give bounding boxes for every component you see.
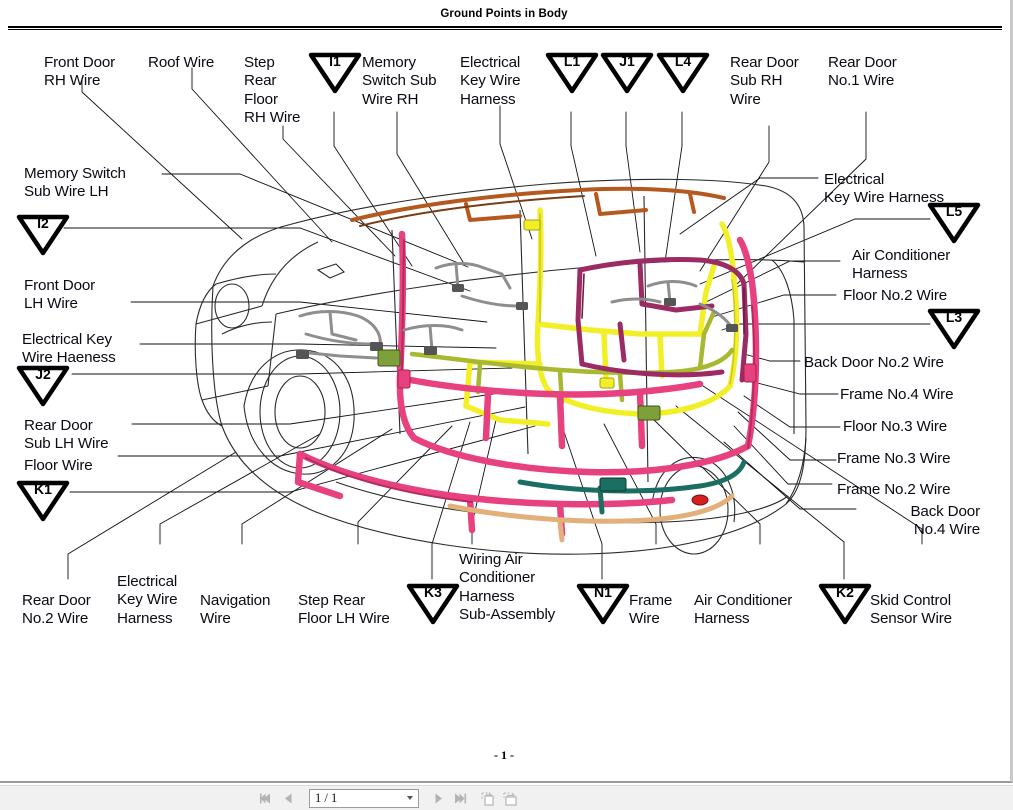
- viewer-toolbar: 1 / 1: [0, 785, 1013, 810]
- label-floor-no2-wire: Floor No.2 Wire: [843, 287, 948, 304]
- label-frame-no3-wire: Frame No.3 Wire: [837, 450, 951, 467]
- inverted-triangle-icon: [818, 583, 872, 625]
- ground-point-marker-L1[interactable]: L1: [545, 52, 599, 94]
- first-page-icon: [259, 793, 270, 803]
- inverted-triangle-icon: [545, 52, 599, 94]
- label-back-door-no4-wire: Back Door No.4 Wire: [910, 503, 980, 539]
- ground-point-label: L1: [563, 53, 581, 69]
- ground-point-label: K1: [34, 481, 52, 497]
- label-rear-door-sub-rh-wire: Rear Door Sub RH Wire: [730, 54, 799, 108]
- next-page-icon: [435, 793, 442, 803]
- label-step-rear-floor-lh-wire: Step Rear Floor LH Wire: [298, 592, 390, 628]
- label-skid-control-sensor-wire: Skid Control Sensor Wire: [870, 592, 952, 628]
- ground-point-label: L5: [945, 203, 963, 219]
- label-frame-no2-wire: Frame No.2 Wire: [837, 481, 951, 498]
- label-navigation-wire: Navigation Wire: [200, 592, 271, 628]
- ground-point-marker-J2[interactable]: J2: [16, 365, 70, 407]
- label-rear-door-no1-wire: Rear Door No.1 Wire: [828, 54, 897, 90]
- ground-point-marker-K2[interactable]: K2: [818, 583, 872, 625]
- fit-page-icon: [480, 791, 494, 806]
- next-page-button[interactable]: [428, 788, 448, 808]
- first-page-button[interactable]: [256, 788, 276, 808]
- ground-point-label: K3: [424, 584, 442, 600]
- ground-point-marker-L4[interactable]: L4: [656, 52, 710, 94]
- ground-point-marker-I1[interactable]: I1: [308, 52, 362, 94]
- ground-point-label: N1: [594, 584, 612, 600]
- document-page: Ground Points in Body: [0, 8, 1008, 762]
- label-air-conditioner-harness-right: Air Conditioner Harness: [852, 247, 951, 283]
- label-floor-no3-wire: Floor No.3 Wire: [843, 418, 948, 435]
- label-frame-wire: Frame Wire: [629, 592, 673, 628]
- inverted-triangle-icon: [927, 308, 981, 350]
- label-rear-door-sub-lh-wire: Rear Door Sub LH Wire: [24, 417, 109, 453]
- label-air-conditioner-harness-bottom: Air Conditioner Harness: [694, 592, 793, 628]
- wiring-harness-figure: Front Door RH Wire Roof Wire Step Rear F…: [0, 34, 1008, 644]
- ground-point-label: J2: [35, 366, 51, 382]
- label-rear-door-no2-wire: Rear Door No.2 Wire: [22, 592, 91, 628]
- label-back-door-no2-wire: Back Door No.2 Wire: [804, 354, 944, 371]
- vehicle-wiring-illustration: [63, 67, 931, 580]
- page-footer-number: - 1 -: [494, 748, 514, 762]
- label-electrical-key-wire-harness-top: Electrical Key Wire Harness: [460, 54, 521, 108]
- ground-point-marker-K1[interactable]: K1: [16, 480, 70, 522]
- page-indicator-select[interactable]: 1 / 1: [309, 788, 419, 808]
- last-page-icon: [454, 793, 466, 803]
- label-front-door-lh-wire: Front Door LH Wire: [24, 277, 96, 313]
- inverted-triangle-icon: [600, 52, 654, 94]
- ground-point-label: L4: [674, 53, 692, 69]
- ground-point-marker-L3[interactable]: L3: [927, 308, 981, 350]
- inverted-triangle-icon: [406, 583, 460, 625]
- ground-point-label: J1: [619, 53, 635, 69]
- ground-point-marker-K3[interactable]: K3: [406, 583, 460, 625]
- label-front-door-rh-wire: Front Door RH Wire: [44, 54, 116, 90]
- page-header-title: Ground Points in Body: [440, 8, 568, 20]
- page-selector-wrapper[interactable]: 1 / 1: [306, 788, 422, 808]
- inverted-triangle-icon: [656, 52, 710, 94]
- ground-point-label: K2: [836, 584, 854, 600]
- ground-point-marker-N1[interactable]: N1: [576, 583, 630, 625]
- ground-point-label: L3: [945, 309, 963, 325]
- label-roof-wire: Roof Wire: [148, 54, 215, 71]
- document-viewport[interactable]: Ground Points in Body: [0, 0, 1013, 783]
- label-electrical-key-wire-harness-bottom: Electrical Key Wire Harness: [117, 573, 178, 627]
- inverted-triangle-icon: [576, 583, 630, 625]
- inverted-triangle-icon: [16, 365, 70, 407]
- label-floor-wire: Floor Wire: [24, 457, 93, 474]
- ground-point-marker-L5[interactable]: L5: [927, 202, 981, 244]
- label-frame-no4-wire: Frame No.4 Wire: [840, 386, 954, 403]
- fit-width-button[interactable]: [500, 788, 520, 808]
- label-memory-switch-sub-wire-rh: Memory Switch Sub Wire RH: [362, 54, 437, 108]
- previous-page-icon: [284, 793, 291, 803]
- fit-width-icon: [502, 791, 517, 806]
- label-wiring-air-conditioner-harness-sub-assembly: Wiring Air Conditioner Harness Sub-Assem…: [459, 551, 556, 623]
- inverted-triangle-icon: [927, 202, 981, 244]
- label-electrical-key-wire-haeness: Electrical Key Wire Haeness: [22, 331, 116, 367]
- ground-point-marker-I2[interactable]: I2: [16, 214, 70, 256]
- inverted-triangle-icon: [308, 52, 362, 94]
- ground-point-label: I2: [37, 215, 49, 231]
- previous-page-button[interactable]: [278, 788, 298, 808]
- label-step-rear-floor-rh-wire: Step Rear Floor RH Wire: [244, 54, 301, 126]
- inverted-triangle-icon: [16, 214, 70, 256]
- header-divider-rule: [8, 26, 1002, 30]
- fit-page-button[interactable]: [478, 788, 498, 808]
- label-electrical-key-wire-harness-right: Electrical Key Wire Harness: [824, 171, 944, 207]
- inverted-triangle-icon: [16, 480, 70, 522]
- last-page-button[interactable]: [450, 788, 470, 808]
- ground-point-marker-J1[interactable]: J1: [600, 52, 654, 94]
- ground-point-label: I1: [329, 53, 341, 69]
- label-memory-switch-sub-wire-lh: Memory Switch Sub Wire LH: [24, 165, 126, 201]
